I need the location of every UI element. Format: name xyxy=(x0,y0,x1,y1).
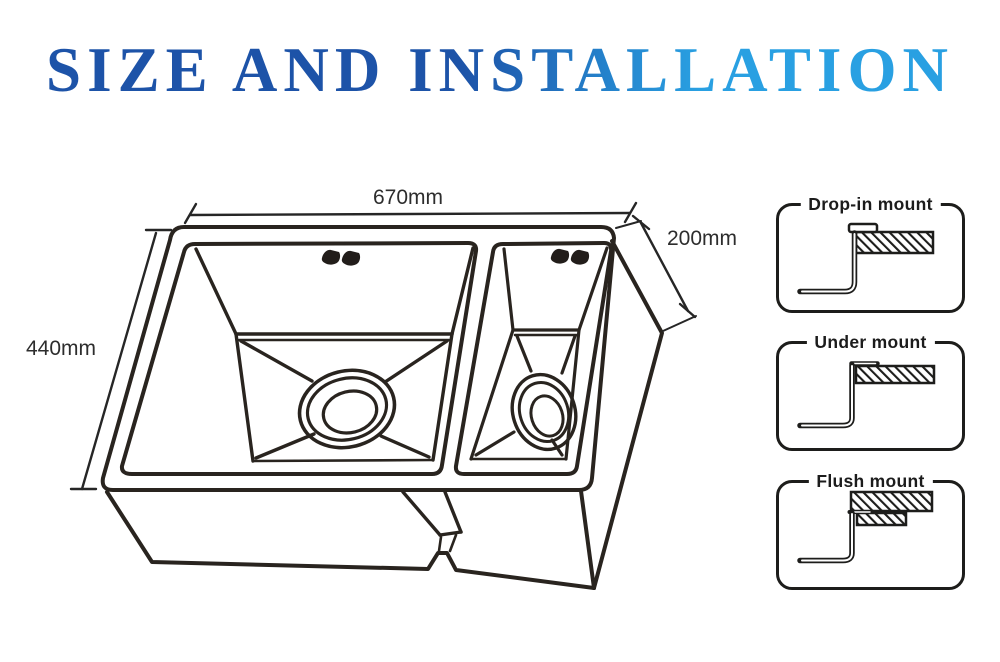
mount-panel-flush-label: Flush mount xyxy=(808,471,933,492)
countertop-hatched xyxy=(854,230,935,255)
sink-wall xyxy=(797,362,855,429)
mount-panel-drop-in-label: Drop-in mount xyxy=(800,194,941,215)
page-title: SIZE AND INSTALLATION xyxy=(0,34,1000,107)
brand-logo-marks xyxy=(321,248,590,266)
sink-body xyxy=(105,239,664,590)
flush-mount-diagram-icon xyxy=(797,490,934,564)
dimension-label-length: 440mm xyxy=(26,337,97,360)
countertop-upper-hatched xyxy=(849,490,934,513)
sink-rim-lip xyxy=(847,222,879,234)
mount-panel-under: Under mount xyxy=(776,332,965,451)
sink-wall xyxy=(797,510,855,564)
countertop-lower-hatched xyxy=(855,511,908,527)
sink-bowl-openings xyxy=(119,241,614,476)
dimension-label-width: 670mm xyxy=(372,186,444,209)
countertop-hatched xyxy=(854,364,936,385)
large-bowl-interior xyxy=(194,246,475,463)
drop-in-mount-diagram-icon xyxy=(797,222,935,295)
sink-outer-rim xyxy=(100,225,616,492)
dimension-lines xyxy=(69,201,697,491)
mount-panel-under-label: Under mount xyxy=(806,332,935,353)
small-drain-icon xyxy=(510,372,578,452)
small-bowl-interior xyxy=(469,246,609,461)
under-mount-diagram-icon xyxy=(797,361,936,429)
sink-wall xyxy=(797,230,858,295)
mount-panel-drop-in: Drop-in mount xyxy=(776,194,965,313)
mount-panel-flush: Flush mount xyxy=(776,471,965,590)
large-drain-icon xyxy=(297,368,397,450)
dimension-label-depth: 200mm xyxy=(667,227,738,250)
